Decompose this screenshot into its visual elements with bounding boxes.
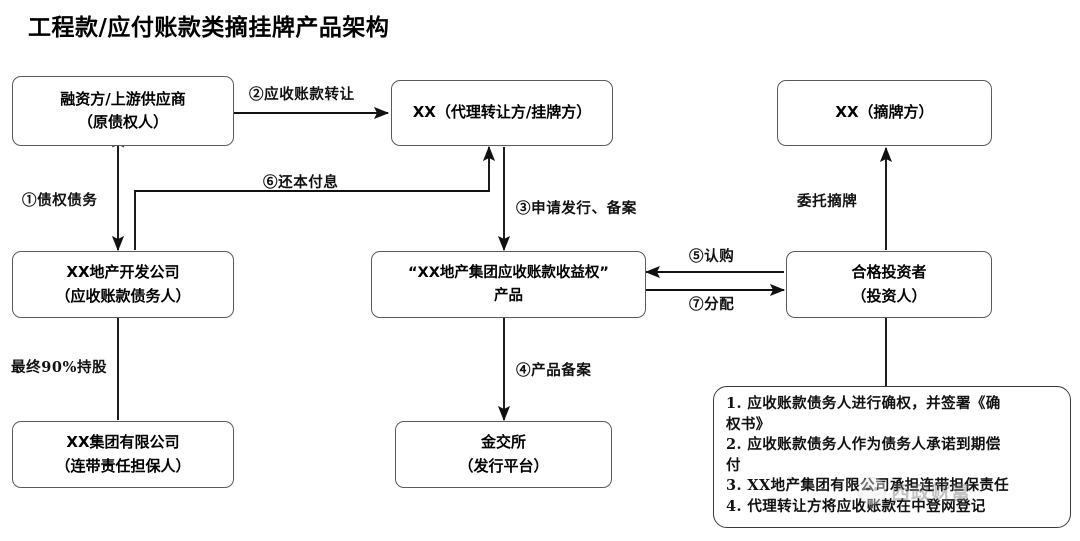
node-product-line1: “XX地产集团应收账款收益权”	[408, 265, 609, 282]
node-property-developer-line2: （应收账款债务人）	[55, 286, 191, 305]
node-property-developer-line1: XX地产开发公司	[66, 263, 180, 282]
node-bid-winner[interactable]: XX（摘牌方）	[777, 80, 992, 146]
note-line-4: 付	[726, 456, 741, 474]
edge-label-3: ③申请发行、备案	[516, 200, 637, 217]
node-qualified-investor[interactable]: 合格投资者 （投资人）	[786, 251, 992, 318]
node-financier[interactable]: 融资方/上游供应商 （原债权人）	[12, 76, 234, 146]
edge-label-5: ⑤认购	[689, 248, 735, 265]
node-financier-line2: （原债权人）	[77, 113, 168, 131]
node-qualified-investor-line1: 合格投资者	[851, 263, 927, 282]
node-agent-transferor-line1: XX（代理转让方/挂牌方）	[412, 103, 592, 122]
node-bid-winner-line1: XX（摘牌方）	[835, 103, 934, 122]
edge-6-principal-interest	[134, 145, 496, 250]
node-exchange-line1: 金交所	[480, 433, 526, 452]
node-agent-transferor[interactable]: XX（代理转让方/挂牌方）	[391, 80, 613, 146]
edge-label-shareholding: 最终90%持股	[11, 359, 108, 376]
edge-label-4: ④产品备案	[516, 362, 592, 379]
node-financier-line1: 融资方/上游供应商	[60, 89, 186, 108]
note-line-6: 4. 代理转让方将应收账款在中登网登记	[726, 497, 986, 515]
node-product[interactable]: “XX地产集团应收账款收益权” 产品	[371, 251, 646, 318]
node-qualified-investor-line2: （投资人）	[851, 286, 927, 305]
edge-label-6: ⑥还本付息	[263, 174, 339, 191]
node-property-developer[interactable]: XX地产开发公司 （应收账款债务人）	[12, 251, 234, 318]
edge-label-7: ⑦分配	[689, 296, 735, 313]
note-line-3: 2. 应收账款债务人作为债务人承诺到期偿	[726, 436, 1001, 454]
note-line-1: 1. 应收账款债务人进行确权，并签署《确	[726, 395, 1001, 412]
edge-label-2: ②应收账款转让	[249, 86, 355, 103]
edge-label-entrusted-bidding: 委托摘牌	[797, 193, 858, 210]
node-product-line2: 产品	[494, 287, 523, 304]
node-group-company[interactable]: XX集团有限公司 （连带责任担保人）	[12, 421, 234, 488]
page-title: 工程款/应付账款类摘挂牌产品架构	[28, 15, 390, 41]
edge-label-1: ①债权债务	[22, 192, 98, 209]
node-exchange-line2: （发行平台）	[458, 456, 549, 475]
node-group-company-line2: （连带责任担保人）	[55, 456, 191, 475]
node-group-company-line1: XX集团有限公司	[66, 433, 180, 452]
notes-box: 1. 应收账款债务人进行确权，并签署《确 权书》 2. 应收账款债务人作为债务人…	[713, 386, 1071, 528]
note-line-2: 权书》	[726, 415, 771, 433]
node-exchange[interactable]: 金交所 （发行平台）	[395, 421, 612, 488]
note-line-5: 3. XX地产集团有限公司承担连带担保责任	[726, 477, 1010, 495]
